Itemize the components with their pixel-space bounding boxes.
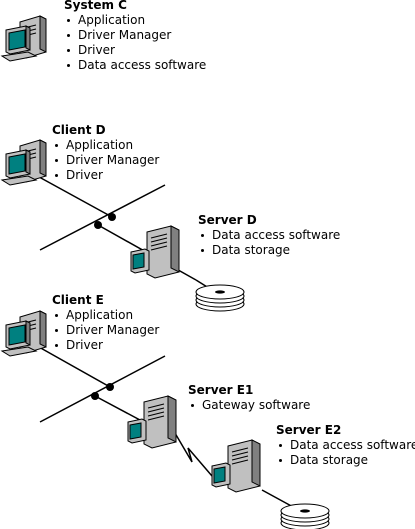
system-c-computer-icon <box>1 15 47 62</box>
server-e2-list: Data access software Data storage <box>276 438 415 468</box>
server-e1-server-icon <box>127 395 177 449</box>
list-item: Application <box>52 308 159 323</box>
client-e-computer-icon <box>1 310 47 357</box>
network-e-junction <box>91 392 99 400</box>
system-c-list: Application Driver Manager Driver Data a… <box>64 13 206 73</box>
server-d-block: Server D Data access software Data stora… <box>198 213 340 258</box>
system-c-title: System C <box>64 0 127 12</box>
list-item: Driver Manager <box>52 323 159 338</box>
list-item: Application <box>64 13 206 28</box>
list-item: Data storage <box>198 243 340 258</box>
server-d-title: Server D <box>198 213 257 227</box>
client-e-title: Client E <box>52 293 104 307</box>
network-d-lines <box>29 171 213 291</box>
server-e1-list: Gateway software <box>188 398 310 413</box>
server-d-server-icon <box>130 225 180 279</box>
network-d-junction <box>108 213 116 221</box>
client-e-list: Application Driver Manager Driver <box>52 308 159 353</box>
list-item: Driver Manager <box>64 28 206 43</box>
list-item: Driver <box>52 168 159 183</box>
server-d-list: Data access software Data storage <box>198 228 340 258</box>
system-c-block: System C Application Driver Manager Driv… <box>64 0 206 73</box>
client-d-title: Client D <box>52 123 106 137</box>
network-d-junction <box>94 221 102 229</box>
client-d-block: Client D Application Driver Manager Driv… <box>52 123 159 183</box>
network-e-lines <box>29 341 296 509</box>
server-e1-title: Server E1 <box>188 383 254 397</box>
network-e-junction <box>106 383 114 391</box>
client-e-block: Client E Application Driver Manager Driv… <box>52 293 159 353</box>
server-e2-disk-icon <box>280 503 330 529</box>
list-item: Data access software <box>198 228 340 243</box>
list-item: Driver <box>64 43 206 58</box>
list-item: Data access software <box>64 58 206 73</box>
server-e2-block: Server E2 Data access software Data stor… <box>276 423 415 468</box>
list-item: Gateway software <box>188 398 310 413</box>
list-item: Driver <box>52 338 159 353</box>
client-d-list: Application Driver Manager Driver <box>52 138 159 183</box>
list-item: Data storage <box>276 453 415 468</box>
list-item: Driver Manager <box>52 153 159 168</box>
server-e2-title: Server E2 <box>276 423 342 437</box>
list-item: Data access software <box>276 438 415 453</box>
list-item: Application <box>52 138 159 153</box>
server-e1-block: Server E1 Gateway software <box>188 383 310 413</box>
server-d-disk-icon <box>195 284 245 312</box>
client-d-computer-icon <box>1 139 47 186</box>
server-e2-server-icon <box>211 439 261 493</box>
